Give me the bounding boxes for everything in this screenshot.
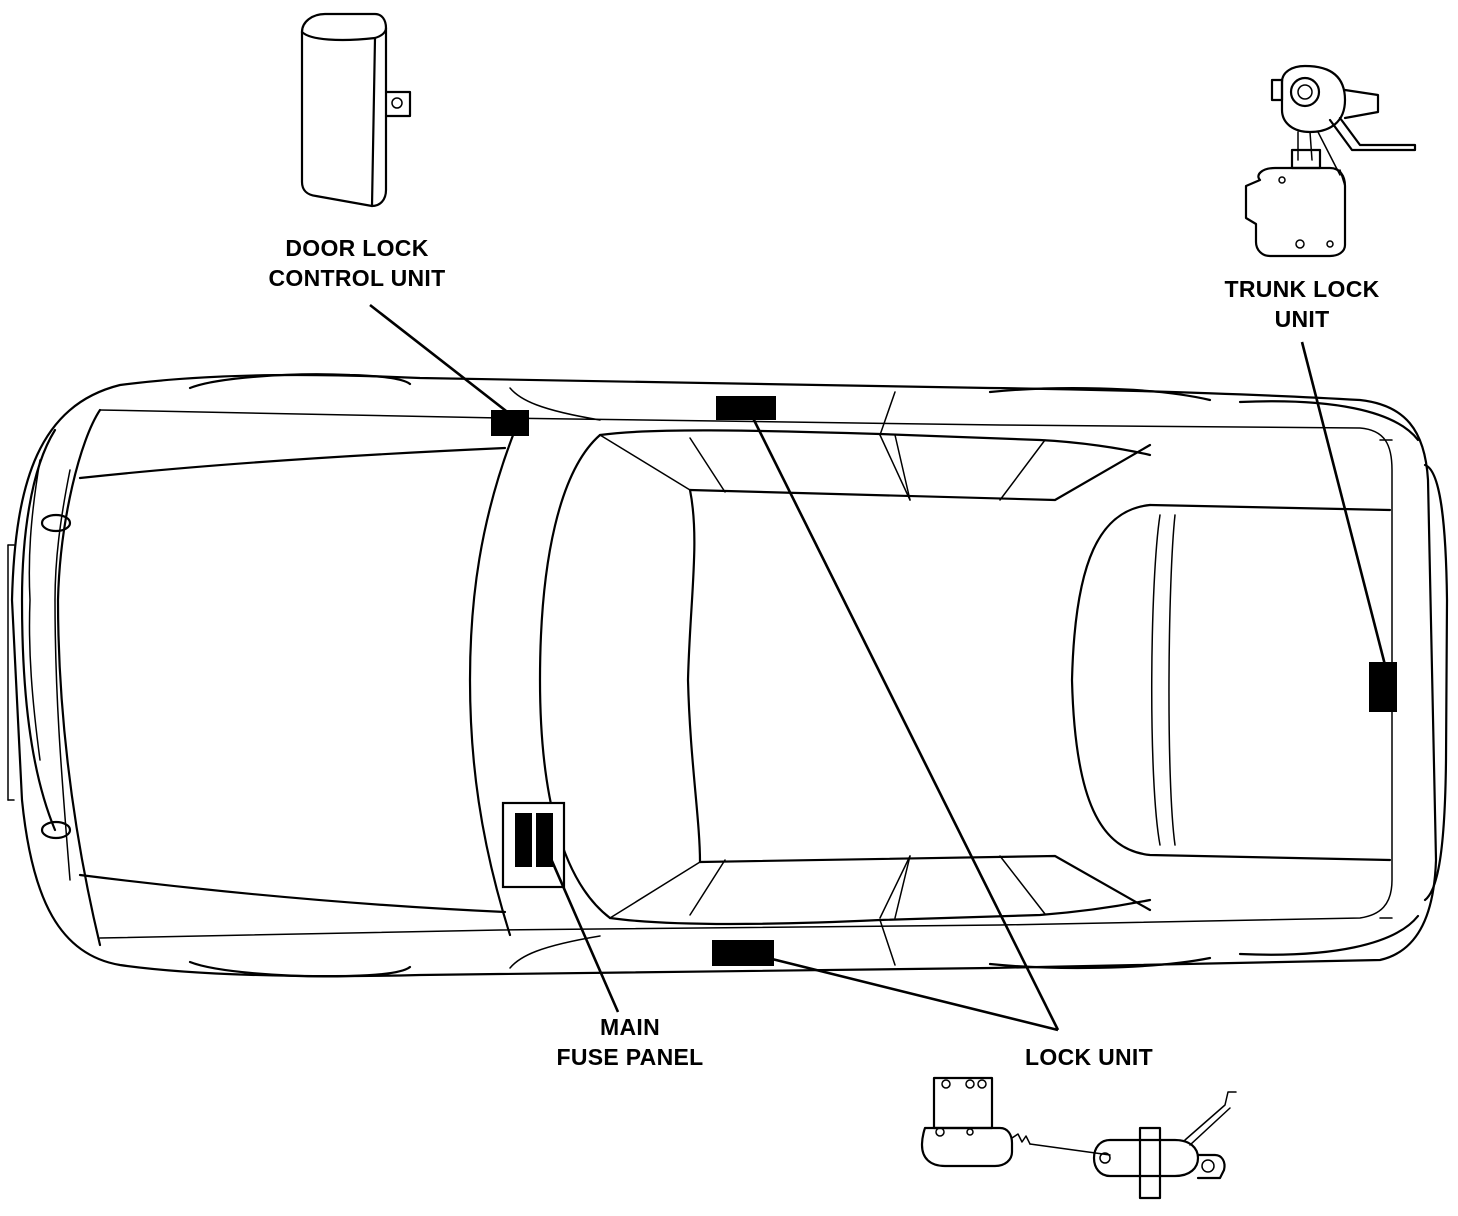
leader-trunk-lock-unit <box>1300 341 1387 666</box>
main-fuse-panel-marker <box>501 801 566 889</box>
main-fuse-panel-label-line1: MAIN <box>600 1014 660 1040</box>
door-lock-control-unit-label: DOOR LOCK CONTROL UNIT <box>269 233 446 293</box>
trunk-lock-unit-label-line1: TRUNK LOCK <box>1224 276 1380 302</box>
leader-main-fuse-panel <box>543 844 620 1013</box>
lock-unit-label: LOCK UNIT <box>1025 1042 1153 1072</box>
door-lock-control-unit-marker <box>491 410 529 436</box>
door-lock-control-unit-label-line1: DOOR LOCK <box>285 235 429 261</box>
lock-unit-label-line1: LOCK UNIT <box>1025 1044 1153 1070</box>
trunk-lock-unit-label-line2: UNIT <box>1274 306 1330 332</box>
leader-lock-unit-left <box>748 411 1060 1031</box>
trunk-lock-unit-marker <box>1369 662 1397 712</box>
lock-unit-marker-right <box>712 940 774 966</box>
leader-lock-unit-right <box>767 956 1059 1032</box>
main-fuse-panel-label-line2: FUSE PANEL <box>556 1044 704 1070</box>
main-fuse-panel-label: MAIN FUSE PANEL <box>557 1012 704 1072</box>
car-body <box>7 373 1449 978</box>
trunk-lock-actuator-icon <box>1244 64 1417 258</box>
door-lock-actuator-icon <box>920 1076 1237 1200</box>
leader-door-lock-control-unit <box>369 303 511 416</box>
control-module-box-icon <box>300 12 412 208</box>
lock-unit-marker-left <box>716 396 776 420</box>
trunk-lock-unit-label: TRUNK LOCK UNIT <box>1224 274 1379 334</box>
door-lock-control-unit-label-line2: CONTROL UNIT <box>268 265 446 291</box>
